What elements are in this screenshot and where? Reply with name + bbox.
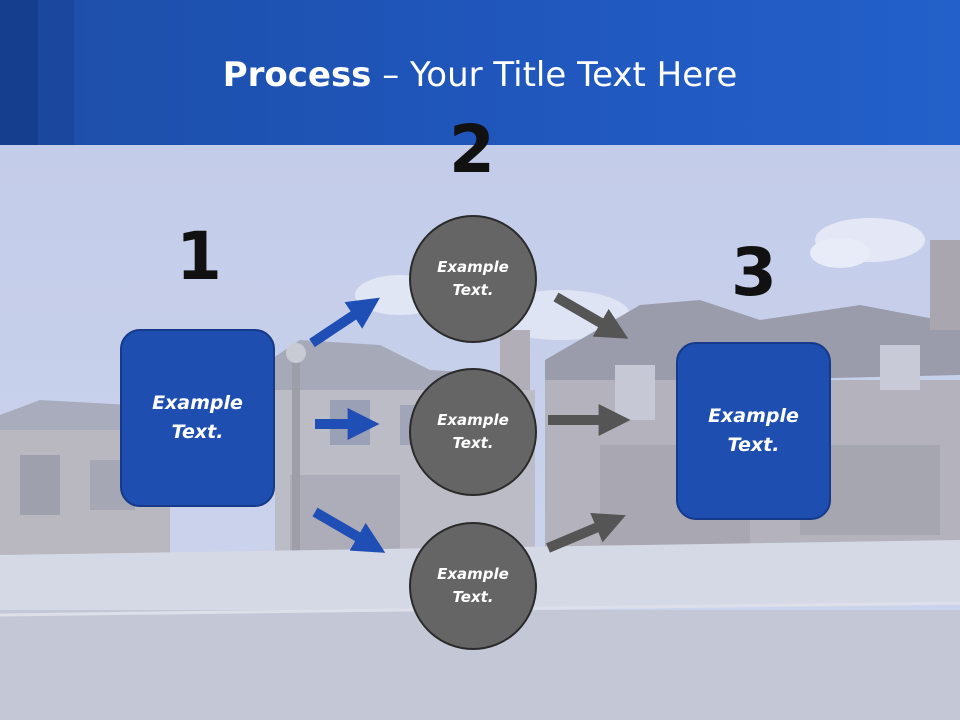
arrow-from-top-circle: [553, 292, 629, 339]
slide-title: Process – Your Title Text Here: [0, 52, 960, 98]
circle-middle-text: Example Text.: [437, 411, 509, 452]
step-number-2: 2: [449, 111, 495, 188]
end-box-text: Example Text.: [708, 405, 799, 456]
title-rest: – Your Title Text Here: [371, 55, 738, 95]
arrow-to-bottom-circle: [312, 507, 386, 553]
start-box-text: Example Text.: [152, 392, 243, 443]
title-bar-accent: [38, 0, 74, 145]
circle-bottom-text: Example Text.: [437, 565, 509, 606]
title-bar-accent-dark: [0, 0, 38, 145]
step-number-3: 3: [731, 234, 777, 311]
circle-middle: Example Text.: [409, 368, 537, 496]
step-number-1: 1: [176, 218, 222, 295]
end-box: Example Text.: [676, 342, 831, 520]
circle-top: Example Text.: [409, 215, 537, 343]
start-box: Example Text.: [120, 329, 275, 507]
title-bar: Process – Your Title Text Here: [0, 0, 960, 145]
circle-bottom: Example Text.: [409, 522, 537, 650]
arrow-from-bottom-circle: [546, 512, 626, 553]
title-bold: Process: [222, 55, 372, 95]
arrow-to-top-circle: [309, 297, 380, 348]
circle-top-text: Example Text.: [437, 258, 509, 299]
